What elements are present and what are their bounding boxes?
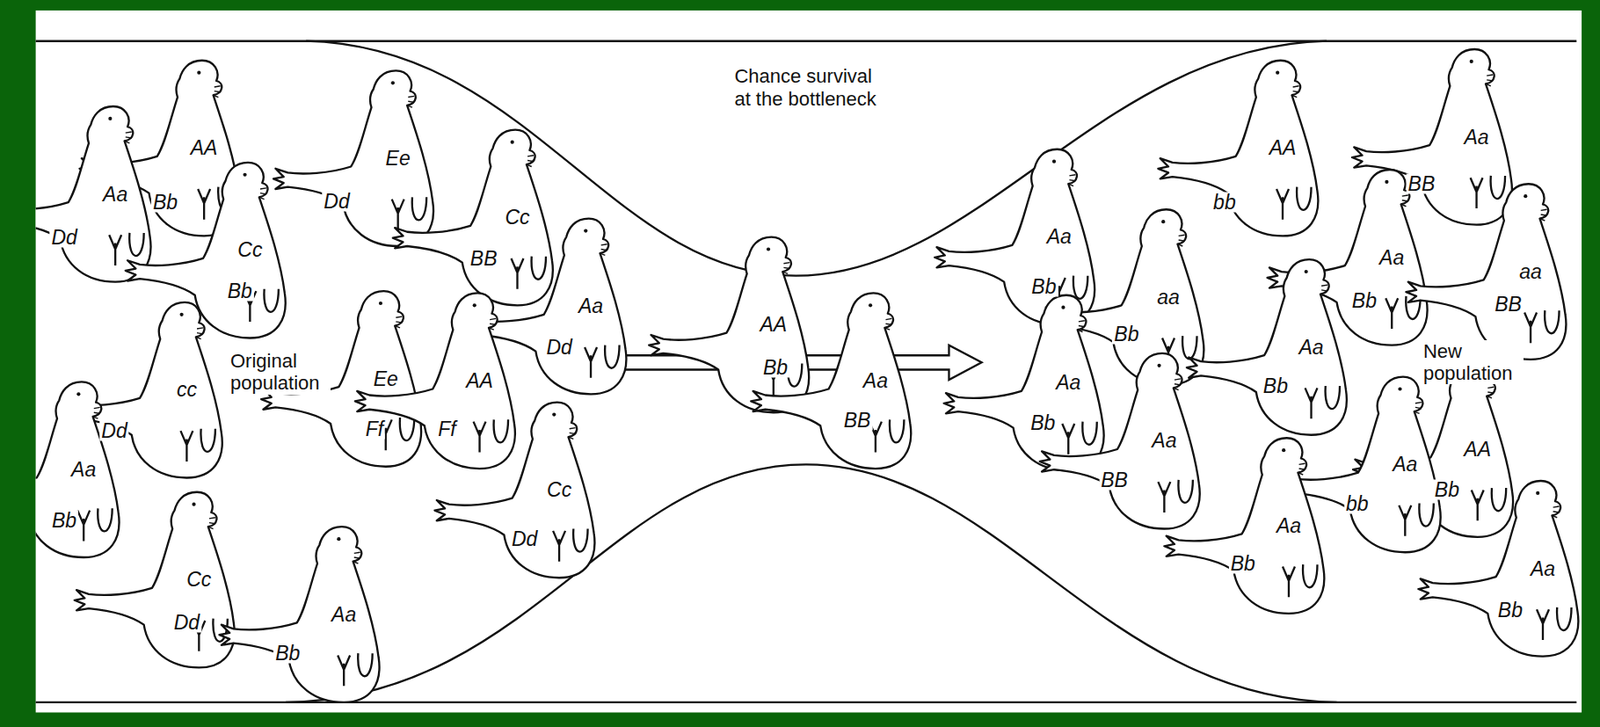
genotype-label: BB — [1098, 469, 1130, 490]
genotype-label: AA — [1461, 438, 1493, 459]
genotype-label: Ff — [363, 418, 386, 439]
genotype-label: bb — [1211, 191, 1238, 212]
genotype-label: Aa — [1045, 226, 1074, 248]
genotype-label: Bb — [273, 642, 302, 663]
region-label: Chance survival at the bottleneck — [732, 65, 889, 110]
genotype-label: bb — [1344, 494, 1371, 515]
genotype-label: cc — [174, 379, 199, 400]
genotype-label: BB — [842, 410, 873, 431]
genotype-label: aa — [1517, 261, 1544, 282]
genotype-label: Aa — [1528, 558, 1557, 579]
genotype-label: Bb — [225, 280, 255, 301]
genotype-label: Aa — [1462, 126, 1491, 147]
genotype-label: Bb — [1029, 276, 1058, 298]
genotype-label: Aa — [1054, 372, 1083, 393]
genotype-label: Dd — [544, 336, 574, 357]
genotype-label: Aa — [69, 458, 98, 480]
genotype-label: AA — [1267, 138, 1299, 159]
genotype-label: Aa — [1390, 454, 1419, 475]
genotype-label: AA — [464, 370, 495, 391]
genotype-label: Bb — [50, 510, 79, 531]
genotype-label: BB — [1406, 173, 1438, 194]
genotype-label: Aa — [1377, 247, 1406, 268]
genotype-label: Aa — [861, 370, 890, 391]
genotype-label: Aa — [1274, 515, 1303, 536]
genotype-label: Dd — [509, 528, 539, 549]
genotype-label: AA — [757, 314, 789, 335]
genotype-label: Cc — [235, 240, 264, 261]
genotype-label: Cc — [545, 480, 574, 501]
genotype-label: Cc — [184, 569, 213, 590]
genotype-label: Bb — [1112, 323, 1141, 344]
genotype-label: Aa — [101, 183, 130, 204]
genotype-label: Dd — [172, 612, 202, 633]
genotype-label: Cc — [502, 207, 531, 228]
region-label: Original population — [228, 349, 331, 395]
genotype-label: BB — [468, 247, 500, 269]
genotype-label: Aa — [1149, 430, 1179, 451]
genotype-label: Bb — [1350, 290, 1379, 312]
genotype-label: AA — [189, 138, 220, 159]
genotype-label: Bb — [1261, 375, 1290, 396]
genotype-label: Dd — [49, 227, 79, 248]
genotype-label: Aa — [1296, 336, 1325, 357]
genotype-label: Ee — [384, 147, 413, 168]
genotype-label: Bb — [1496, 600, 1525, 621]
genotype-label: Aa — [576, 296, 605, 317]
genotype-label: Bb — [151, 191, 180, 212]
genotype-label: Ff — [436, 418, 458, 439]
genotype-label: Dd — [321, 190, 351, 211]
genotype-label: aa — [1155, 286, 1182, 307]
genotype-label: Dd — [99, 420, 129, 441]
genotype-label: Ee — [371, 368, 400, 389]
genotype-label: Bb — [1028, 412, 1057, 433]
genotype-label: BB — [1492, 293, 1524, 314]
genotype-label: Bb — [1432, 480, 1462, 501]
genotype-label: Bb — [1229, 552, 1258, 574]
genotype-label: Aa — [329, 603, 358, 625]
genotype-label: Bb — [761, 356, 790, 378]
region-label: New population — [1421, 340, 1524, 386]
